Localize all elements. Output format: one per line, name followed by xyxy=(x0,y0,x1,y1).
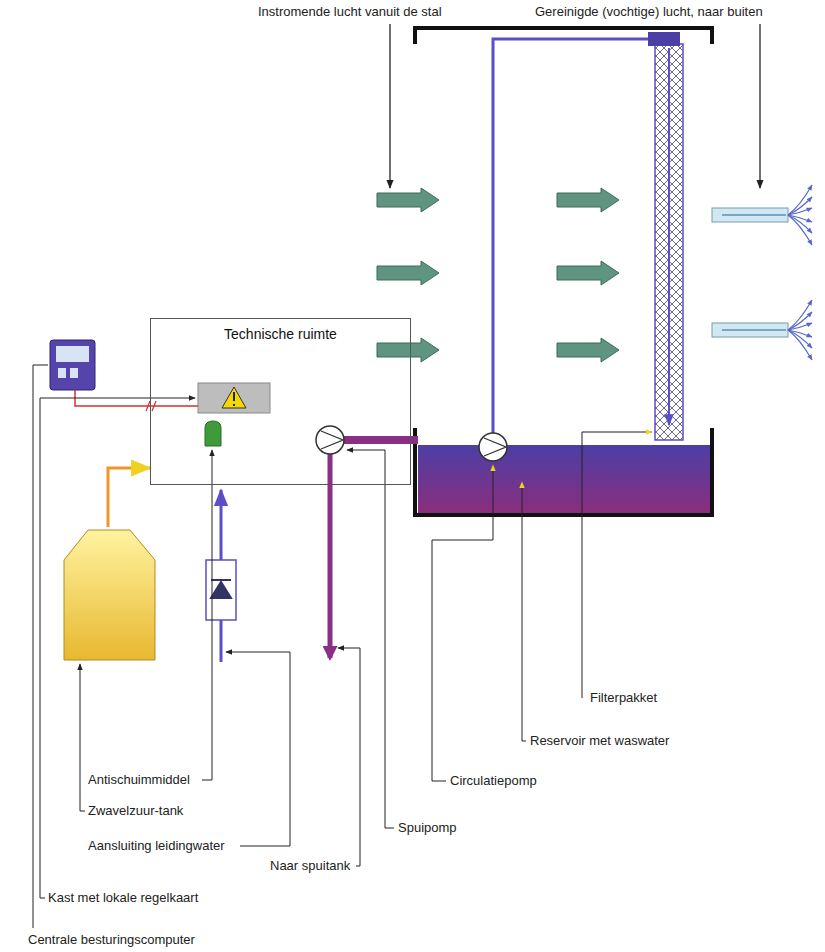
air-flow-arrow xyxy=(377,188,439,212)
spray-header xyxy=(648,32,680,46)
air-flow-arrow xyxy=(557,338,619,362)
room-box: Technische ruimte xyxy=(150,318,411,485)
central-computer xyxy=(50,340,95,390)
part-label: Zwavelzuur-tank xyxy=(88,803,183,819)
air-flow-arrow xyxy=(557,261,619,285)
part-label: Centrale besturingscomputer xyxy=(28,932,195,948)
part-label: Spuipomp xyxy=(398,820,457,836)
air-spray xyxy=(788,185,812,360)
part-label: Naar spuitank xyxy=(270,858,350,874)
room-heading: Technische ruimte xyxy=(151,319,410,343)
control-card-cabinet xyxy=(198,383,270,413)
spray-line xyxy=(788,185,812,215)
spray-line xyxy=(788,197,812,215)
spray-line xyxy=(788,323,812,330)
spray-line xyxy=(788,330,812,360)
wash-water xyxy=(418,445,710,513)
flow-label: Gereinigde (vochtige) lucht, naar buiten xyxy=(535,4,763,20)
pump-symbol xyxy=(484,438,506,456)
outflow-arrow xyxy=(759,24,760,188)
spray-line xyxy=(788,215,812,245)
bleed-pipe xyxy=(344,436,418,444)
part-label: Reservoir met waswater xyxy=(530,733,669,749)
housing-bottom xyxy=(415,428,712,515)
outlet-nozzle xyxy=(712,208,788,337)
acid-line xyxy=(108,468,150,527)
part-label: Aansluiting leidingwater xyxy=(88,838,225,854)
pump-symbol xyxy=(321,431,343,449)
circulation-pump xyxy=(479,433,507,461)
spray-line xyxy=(788,300,812,330)
bleed-pump xyxy=(316,426,344,454)
air-flow-arrow xyxy=(377,261,439,285)
inflow-arrow xyxy=(389,24,390,188)
circulation-pipe xyxy=(493,39,648,433)
check-valve xyxy=(206,560,236,620)
flow-label: Instromende lucht vanuit de stal xyxy=(258,4,442,20)
spray-line xyxy=(788,208,812,215)
filter-pack xyxy=(655,44,683,440)
part-label: Filterpakket xyxy=(590,690,657,706)
antifoam-bottle xyxy=(205,421,221,446)
trickle-flow xyxy=(668,48,670,425)
computer-screen xyxy=(56,346,89,362)
valve-symbol xyxy=(211,580,231,598)
part-label: Kast met lokale regelkaart xyxy=(48,890,198,906)
acid-tank xyxy=(64,530,155,660)
warning-mark xyxy=(233,392,235,406)
air-flow-arrow xyxy=(557,188,619,212)
air-flow-arrows xyxy=(377,188,619,362)
air-flow-arrow xyxy=(377,338,439,362)
spray-line xyxy=(788,312,812,330)
warning-sign xyxy=(222,387,246,408)
part-label: Circulatiepomp xyxy=(450,773,537,789)
leader-lines xyxy=(33,365,652,928)
wire-break xyxy=(146,401,156,411)
part-label: Antischuimmiddel xyxy=(88,772,190,788)
